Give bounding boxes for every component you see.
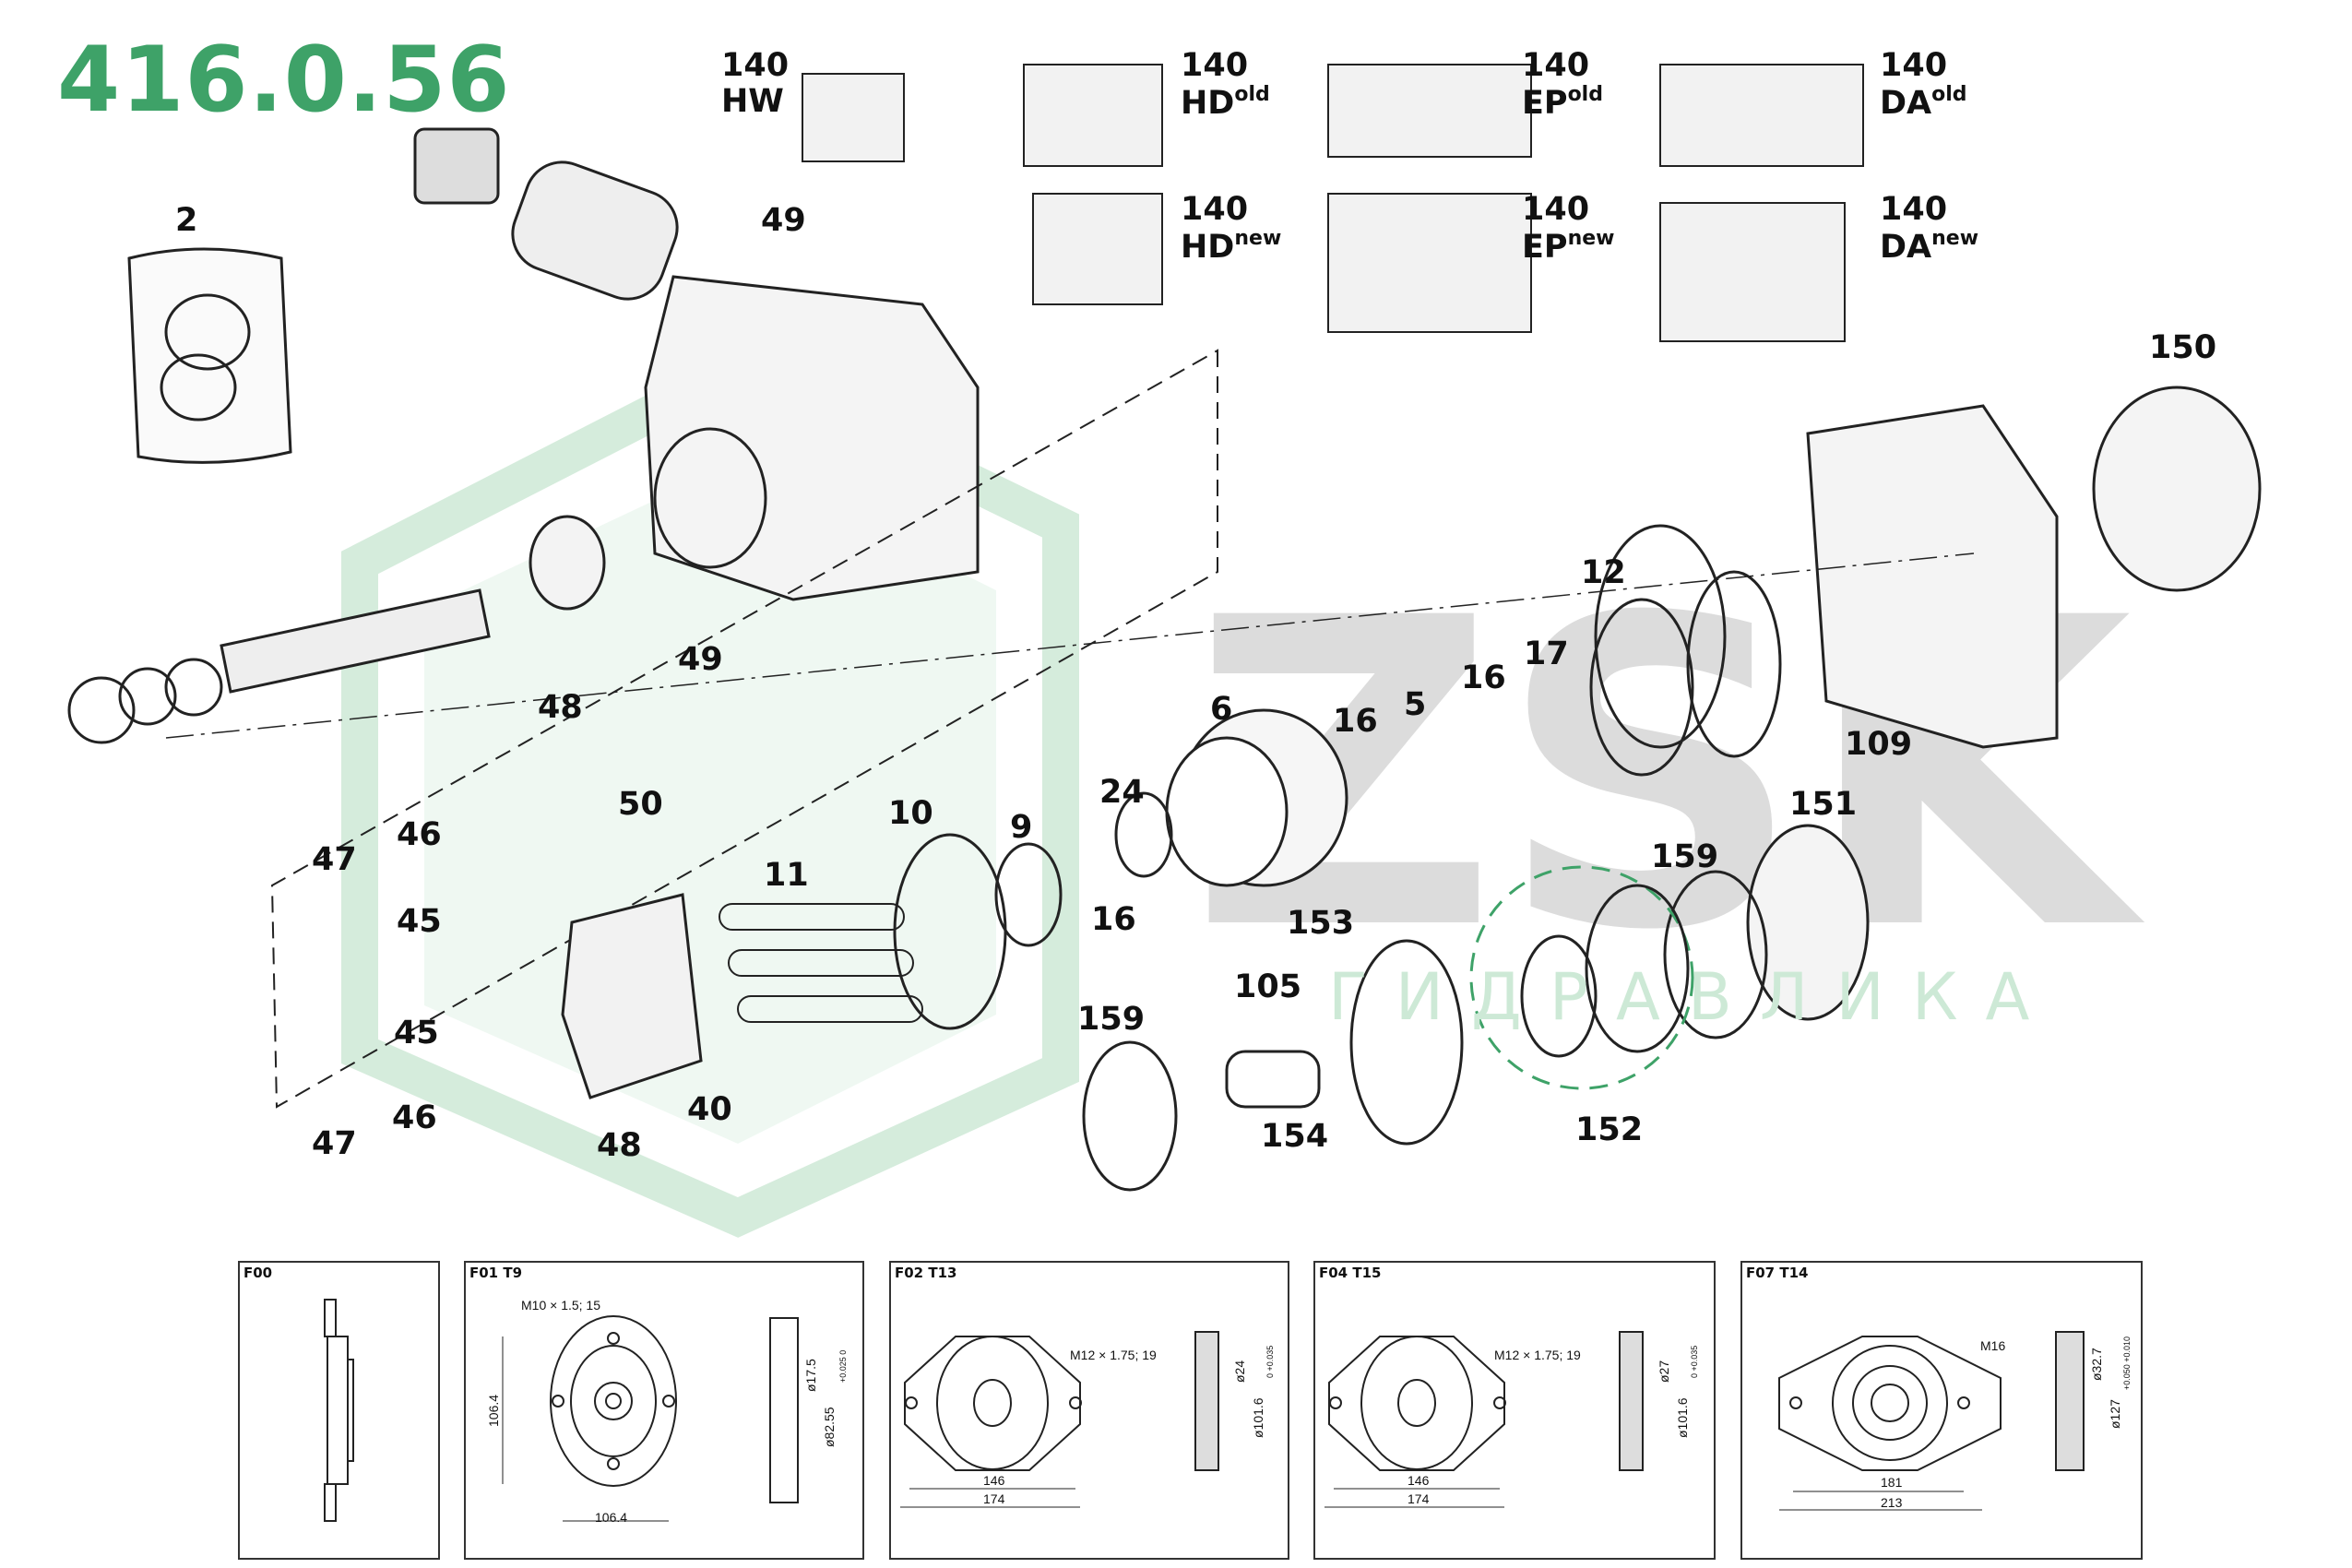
dim-pilot: ø101.6 [1251,1397,1265,1438]
flange-panel-f02-t13: F02 T13 M12 × 1.75; 19 146 174 ø24 ø101.… [889,1261,1289,1560]
thread-spec: M12 × 1.75; 19 [1070,1348,1157,1362]
callout-109: 109 [1845,726,1913,763]
callout-10: 10 [888,795,933,832]
callout-47: 47 [312,841,357,878]
callout-49: 49 [761,202,806,239]
panel-title: F02 T13 [895,1265,957,1281]
watermark-subtitle: ГИДРАВЛИКА [1328,959,2058,1035]
callout-50: 50 [618,786,663,823]
callout-159: 159 [1651,838,1719,875]
thread-spec: M10 × 1.5; 15 [521,1298,601,1313]
callout-2: 2 [175,202,198,239]
callout-5: 5 [1404,686,1427,723]
callout-16: 16 [1461,659,1506,696]
dim-bore: ø17.5 [803,1359,818,1392]
dim-outer: 213 [1881,1495,1903,1510]
dim-outer: 174 [1408,1491,1430,1506]
callout-49: 49 [678,641,723,678]
flange-drawing [1324,1331,1644,1508]
dim-outer: 174 [983,1491,1005,1506]
flange-panel-f00: F00 [238,1261,440,1560]
callout-45: 45 [397,903,442,940]
dim-inner: 181 [1881,1475,1903,1490]
callout-16: 16 [1333,703,1378,740]
callout-11: 11 [764,857,809,894]
callout-152: 152 [1575,1111,1644,1148]
flange-panel-f07-t14: F07 T14 M16 181 213 ø32.7 ø127 +0.050 +0… [1740,1261,2143,1560]
callout-24: 24 [1099,774,1145,811]
callout-46: 46 [392,1099,437,1136]
callout-46: 46 [397,816,442,853]
thread-spec: M16 [1980,1338,2006,1353]
panel-title: F07 T14 [1746,1265,1809,1281]
callout-150: 150 [2149,329,2217,366]
callout-105: 105 [1234,968,1302,1005]
thread-spec: M12 × 1.75; 19 [1494,1348,1581,1362]
flange-drawing [1778,1331,2085,1511]
callout-48: 48 [597,1127,642,1164]
callout-17: 17 [1524,636,1569,672]
dim-tolerance: 0 +0.035 [1690,1345,1699,1378]
drawing-number: 416.0.56 [57,28,511,133]
callout-40: 40 [687,1091,732,1128]
dim-bore: ø24 [1232,1360,1247,1383]
callout-16: 16 [1091,901,1136,938]
dim-horizontal: 106.4 [595,1510,628,1525]
dim-inner: 146 [983,1473,1005,1488]
callout-151: 151 [1789,786,1858,823]
callout-12: 12 [1581,554,1626,591]
callout-47: 47 [312,1125,357,1162]
flange-drawing [900,1331,1219,1508]
callout-45: 45 [394,1015,439,1051]
callout-159: 159 [1077,1001,1146,1038]
panel-title: F00 [244,1265,273,1281]
flange-side-view [324,1299,354,1522]
dim-tolerance: +0.050 +0.010 [2122,1336,2132,1390]
dim-pilot: ø127 [2108,1399,2122,1429]
flange-panel-f04-t15: F04 T15 M12 × 1.75; 19 146 174 ø27 ø101.… [1313,1261,1716,1560]
callout-9: 9 [1010,809,1033,846]
dim-tolerance: +0.025 0 [838,1349,848,1383]
callout-153: 153 [1287,905,1355,942]
callout-154: 154 [1261,1118,1329,1155]
dim-inner: 146 [1408,1473,1430,1488]
dim-pilot: ø101.6 [1675,1397,1690,1438]
dim-bore: ø32.7 [2089,1348,2104,1381]
panel-title: F01 T9 [469,1265,523,1281]
flange-drawing [502,1315,799,1522]
callout-48: 48 [538,689,583,726]
callout-6: 6 [1210,691,1233,728]
dim-pilot: ø82.55 [822,1407,837,1447]
dim-bore: ø27 [1657,1360,1671,1383]
flange-panel-f01-t9: F01 T9 M10 × 1.5; 15 106.4 106.4 ø17.5 ø… [464,1261,864,1560]
panel-title: F04 T15 [1319,1265,1382,1281]
dim-vertical: 106.4 [486,1394,501,1427]
dim-tolerance: 0 +0.035 [1265,1345,1275,1378]
